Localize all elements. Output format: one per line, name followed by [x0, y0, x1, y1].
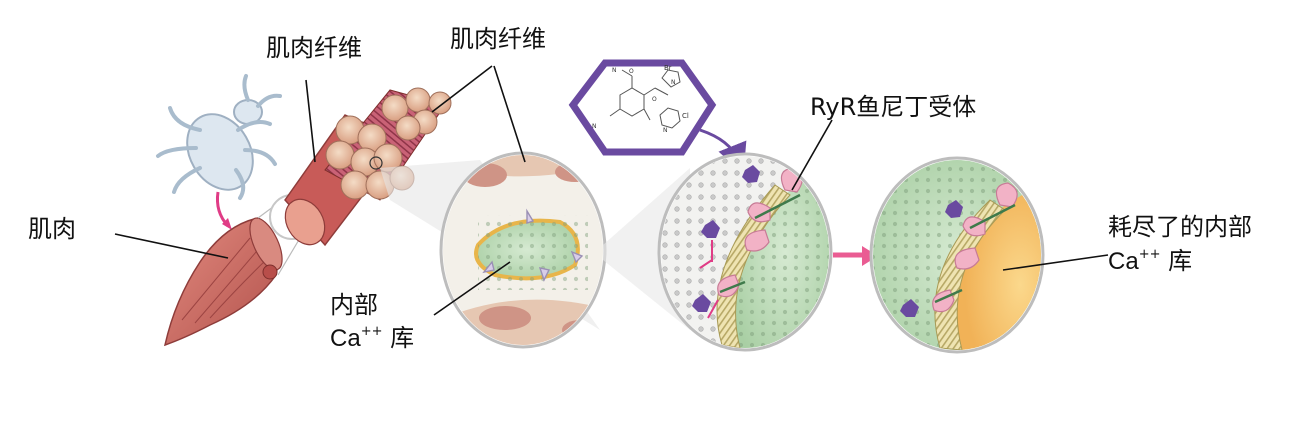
- label-internal-store-line1: 内部: [330, 291, 378, 319]
- leader-lines: [114, 65, 1109, 316]
- atom-n-nitrile: N: [592, 123, 597, 130]
- internal-store-suffix: 库: [390, 324, 415, 352]
- label-depleted-line2: Ca++ 库: [1108, 246, 1192, 277]
- insect-arrow-head: [222, 218, 232, 230]
- atom-n-pyridine: N: [663, 127, 668, 134]
- atom-cl: Cl: [682, 112, 689, 120]
- atom-n-amide: N: [612, 67, 617, 74]
- atom-o-mid: O: [652, 96, 657, 103]
- leader-depleted-store: [1002, 254, 1109, 271]
- label-internal-store-line2: Ca++ 库: [330, 323, 414, 354]
- leader-muscle: [114, 233, 229, 259]
- leader-fiber-2b: [493, 65, 526, 163]
- label-fiber-2: 肌肉纤维: [450, 25, 546, 53]
- label-muscle: 肌肉: [28, 215, 76, 243]
- fiber-bundle: [284, 87, 452, 247]
- molecule-hexagon: Br Cl N N N O O N: [568, 59, 717, 156]
- lens-receptor: [657, 152, 833, 352]
- atom-br: Br: [664, 64, 672, 72]
- atom-n-pyrazole: N: [671, 79, 676, 86]
- depleted-suffix: 库: [1168, 247, 1193, 275]
- depleted-sup: ++: [1138, 247, 1161, 262]
- atom-o-top: O: [629, 68, 634, 75]
- leader-internal-store: [433, 261, 511, 316]
- insect-illustration: [156, 74, 282, 200]
- label-ryr: RyR鱼尼丁受体: [810, 93, 977, 121]
- lens-depleted-store: [869, 156, 1045, 354]
- leader-fiber-1: [305, 79, 316, 163]
- label-fiber-1: 肌肉纤维: [266, 34, 362, 62]
- internal-store-ca: Ca: [330, 325, 361, 352]
- leader-fiber-2a: [431, 65, 493, 113]
- muscle-illustration: [163, 217, 283, 347]
- depleted-ca: Ca: [1108, 248, 1139, 275]
- leader-ryr: [791, 119, 833, 191]
- internal-store-sup: ++: [360, 324, 383, 339]
- label-depleted-line1: 耗尽了的内部: [1108, 213, 1252, 241]
